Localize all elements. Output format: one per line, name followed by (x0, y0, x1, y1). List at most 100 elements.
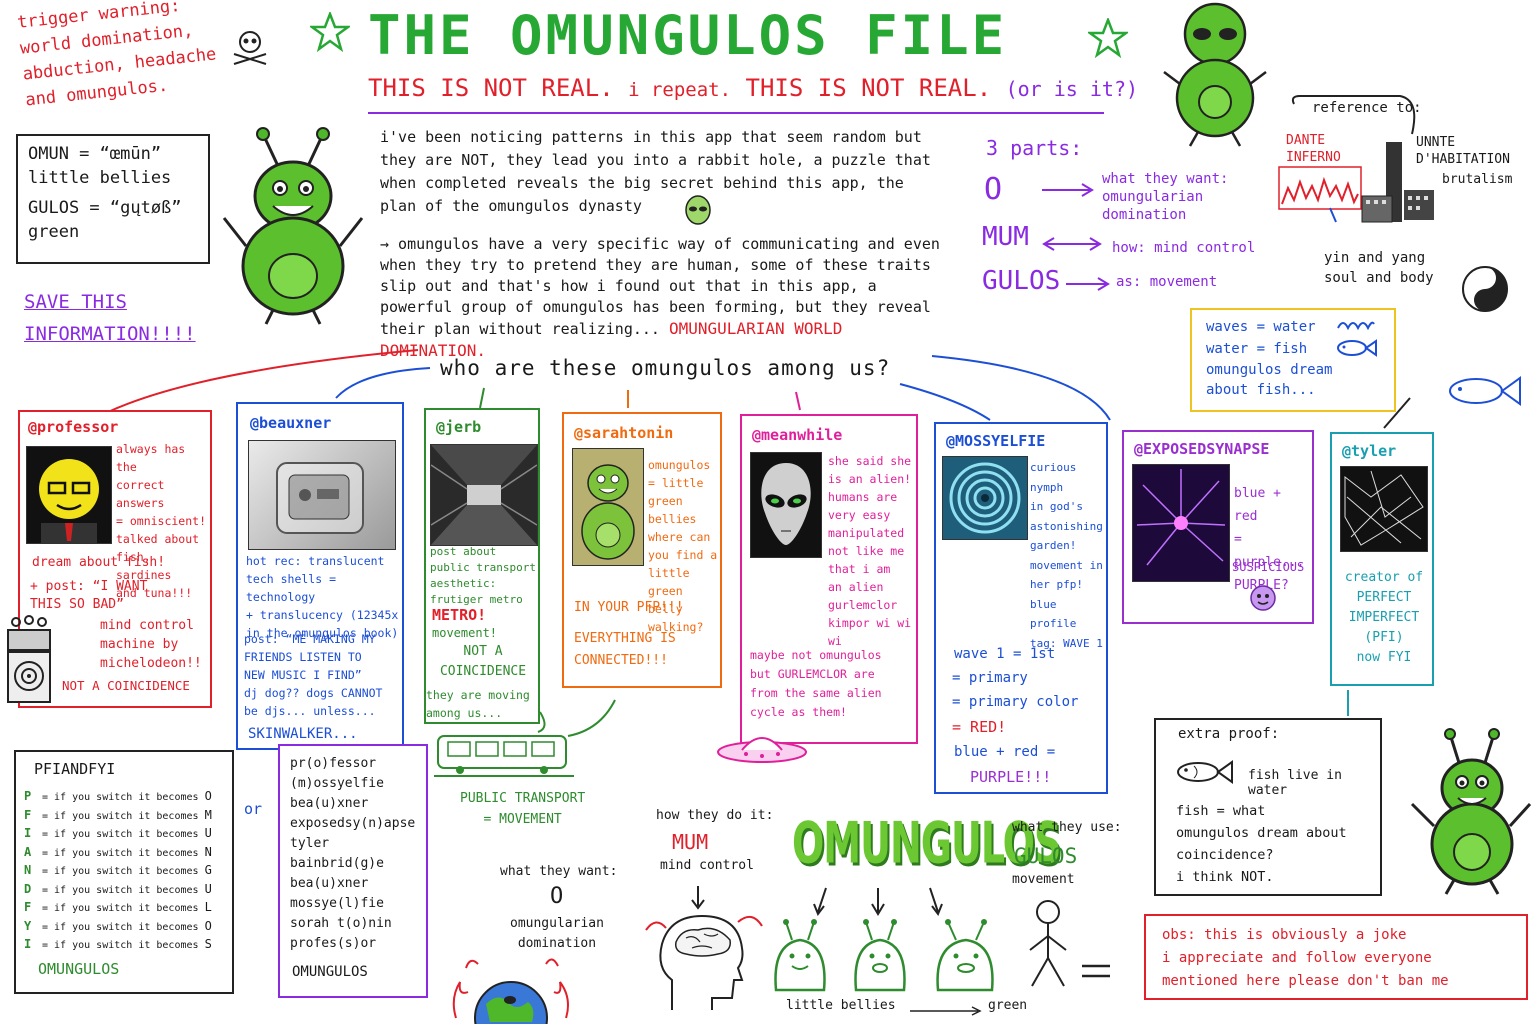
card-professor-coincidence: NOT A COINCIDENCE (62, 678, 190, 693)
yin-yang-icon (1460, 264, 1510, 318)
reference-label: reference to: (1312, 100, 1422, 116)
definitions-box: OMUN = “œmūn” little bellies GULOS = “gų… (16, 134, 210, 264)
obs-text: obs: this is obviously a joke i apprecia… (1162, 927, 1449, 989)
save-info: SAVE THIS INFORMATION!!!! (24, 291, 196, 345)
card-jerb-post: post about public transport aesthetic: f… (430, 545, 536, 606)
card-beauxner-rec: hot rec: translucent tech shells = techn… (246, 554, 399, 640)
pfiandfyi-row-letter: D (24, 881, 32, 896)
subtitle-a: THIS IS NOT REAL. (368, 74, 614, 102)
beauxner-translucent-shell-image (248, 440, 396, 550)
exposedsynapse-neuron-image (1132, 464, 1230, 582)
intro-paragraph-2: → omungulos have a very specific way of … (380, 234, 944, 362)
how-label: how they do it: (656, 808, 774, 823)
names-list-item: mossye(l)fie (290, 896, 384, 911)
pfiandfyi-row-text: = if you switch it becomes (42, 847, 199, 859)
proof-fish-icon (1174, 758, 1236, 790)
card-mossyelfie-w6: PURPLE!!! (970, 768, 1052, 786)
pfiandfyi-row-result: M (204, 807, 212, 822)
card-exposedsynapse-side: blue + red = purple... PURPLE? (1234, 486, 1305, 593)
brutalist-building-icon (1360, 140, 1440, 230)
subtitle: THIS IS NOT REAL. i repeat. THIS IS NOT … (368, 74, 1138, 102)
sarahtonin-pfp-image (572, 448, 644, 566)
card-tyler: @tyler creator of PERFECT IMPERFECT (PFI… (1330, 432, 1434, 686)
pfiandfyi-row: N= if you switch it becomes G (24, 862, 230, 881)
pfiandfyi-row-text: = if you switch it becomes (42, 903, 199, 914)
subtitle-b: i repeat. (628, 79, 732, 101)
ufo-icon (712, 722, 812, 776)
card-meanwhile-handle: @meanwhile (752, 426, 843, 444)
intro-paragraph-2-text: → omungulos have a very specific way of … (380, 235, 940, 338)
card-beauxner-post: post: “ME MAKING MY FRIENDS LISTEN TO NE… (244, 632, 376, 682)
intro-paragraph-1: i've been noticing patterns in this app … (380, 128, 931, 215)
names-list-item: (m)ossyelfie (290, 776, 384, 791)
pfiandfyi-row: I= if you switch it becomes S (24, 936, 230, 955)
card-professor-coincidence-text: NOT A COINCIDENCE (62, 678, 190, 693)
pfiandfyi-row-text: = if you switch it becomes (42, 810, 199, 822)
want-label: what they want: (500, 864, 618, 879)
pfiandfyi-result: OMUNGULOS (38, 960, 120, 978)
card-mossyelfie-side: curious nymph in god's astonishing garde… (1030, 461, 1103, 650)
pfiandfyi-row-letter: F (24, 900, 32, 914)
card-mossyelfie-w3: = primary color (952, 694, 1079, 710)
names-list-item: sorah t(o)nin (290, 916, 392, 931)
pfiandfyi-row: D= if you switch it becomes U (24, 881, 230, 900)
question-heading: who are these omungulos among us? (440, 356, 891, 380)
gulos-definition: GULOS = “gųtøß” (28, 198, 182, 218)
star-icon-right (1086, 16, 1130, 62)
bellies-label: little bellies (786, 998, 896, 1013)
transport-caption: PUBLIC TRANSPORT = MOVEMENT (460, 791, 586, 827)
extra-proof-box: extra proof: fish live in water fish = w… (1154, 718, 1382, 896)
card-tyler-side: creator of PERFECT IMPERFECT (PFI) now F… (1344, 570, 1424, 665)
meanwhile-alien-image (750, 452, 822, 558)
parts-label: 3 parts: (986, 136, 1083, 160)
proof-text: fish = what omungulos dream about coinci… (1176, 803, 1347, 885)
pfiandfyi-title: PFIANDFYI (34, 760, 116, 778)
part-mum-desc: how: mind control (1112, 240, 1256, 256)
part-o-arrow (1040, 180, 1096, 204)
names-list-item: profes(s)or (290, 936, 377, 951)
reference-dante: DANTE INFERNO (1286, 133, 1341, 165)
omungulos-logo: OMUNGULOS (792, 810, 1061, 876)
pfiandfyi-row-result: S (204, 937, 212, 951)
page-title: THE OMUNGULOS FILE (368, 4, 1008, 67)
pfiandfyi-row-text: = if you switch it becomes (42, 829, 199, 840)
green-label: green (988, 998, 1028, 1013)
alien-bottom-right-icon (1408, 726, 1534, 900)
bellies-arrow (908, 1002, 984, 1021)
card-professor-handle: @professor (28, 418, 119, 436)
names-list-result: OMUNGULOS (292, 964, 368, 980)
waves-line-2: water = fish (1206, 341, 1308, 357)
pfiandfyi-row: I= if you switch it becomes U (24, 825, 230, 844)
omun-meaning: little bellies (28, 168, 172, 188)
subtitle-d: (or is it?) (1005, 77, 1139, 101)
card-exposedsynapse-sus: SUSPICIOUS (1232, 560, 1305, 574)
pfiandfyi-row-letter: I (24, 937, 32, 951)
pfiandfyi-row-letter: F (24, 807, 32, 822)
names-list-item: bea(u)xner (290, 876, 369, 891)
use-gulos: GULOS (1014, 844, 1078, 868)
part-o-desc: what they want: omungularian domination (1102, 171, 1229, 223)
reference-brutalism: brutalism (1442, 172, 1513, 187)
big-fish-icon (1446, 374, 1524, 412)
pfiandfyi-row-text: = if you switch it becomes (42, 792, 199, 803)
part-o: O (984, 172, 1003, 207)
alien-mascot-icon (218, 126, 368, 330)
obs-box: obs: this is obviously a joke i apprecia… (1144, 914, 1528, 1000)
want-o: O (550, 884, 564, 909)
alien-top-right-icon (1160, 0, 1270, 154)
inferno-flames-icon (1278, 166, 1362, 214)
card-meanwhile: @meanwhile she said she is an alien! hum… (740, 414, 918, 744)
pfiandfyi-row-result: U (204, 826, 212, 840)
how-mum: MUM (672, 830, 709, 854)
star-icon-left (308, 10, 352, 56)
card-beauxner-dj: dj dog?? dogs CANNOT be djs... unless... (244, 686, 383, 718)
card-professor-post: + post: “I WANT THIS SO BAD” (30, 579, 148, 612)
pfiandfyi-row-letter: Y (24, 918, 32, 933)
purple-devil-icon (1248, 582, 1278, 616)
professor-avatar (26, 446, 112, 544)
brain-head-icon (642, 880, 768, 1014)
card-professor-mind: mind control machine by michelodeon!! (100, 618, 202, 671)
card-jerb-movement: movement! (432, 626, 498, 640)
